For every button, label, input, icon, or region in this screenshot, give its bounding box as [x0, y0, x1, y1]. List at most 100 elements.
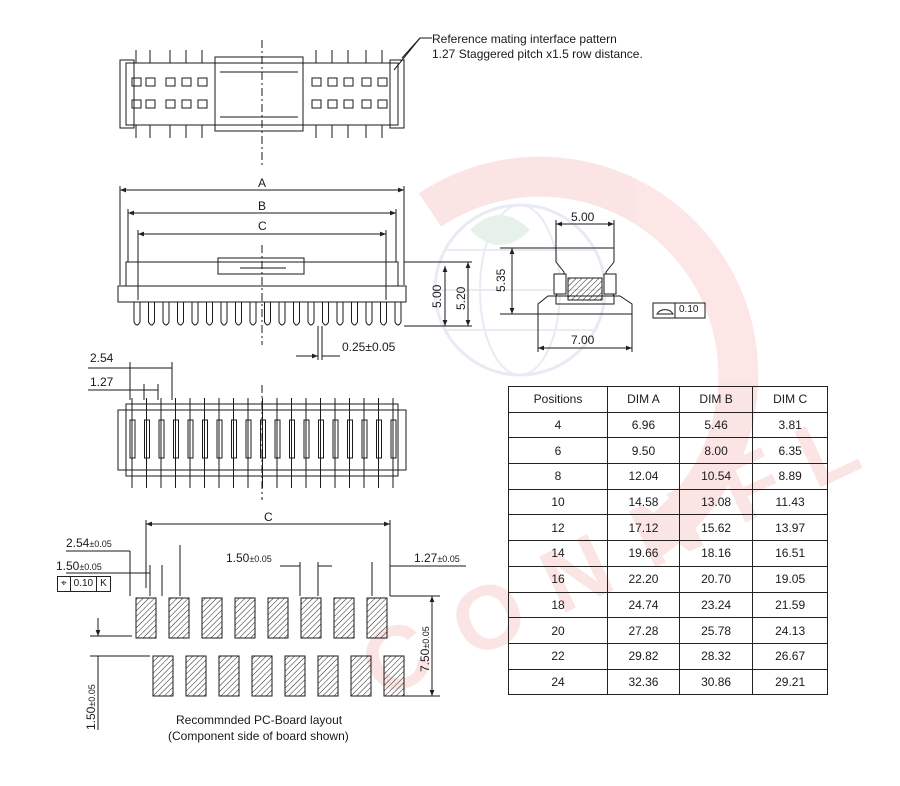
terminal-pin	[177, 302, 184, 326]
pcb-pad	[201, 597, 223, 639]
terminal-pin	[148, 302, 155, 326]
front-view	[117, 186, 472, 360]
lead-thickness-label: 0.25±0.05	[342, 340, 396, 354]
terminal-body	[376, 419, 382, 459]
table-cell: 10	[508, 488, 608, 516]
table-cell: 13.08	[678, 488, 754, 516]
position-tolerance-frame: ⌖ 0.10 K	[57, 576, 111, 592]
terminal-body	[289, 419, 295, 459]
table-cell: 3.81	[752, 411, 828, 439]
pcb-pad	[317, 655, 339, 697]
table-cell: 8	[508, 463, 608, 490]
terminal-pin	[235, 302, 242, 326]
terminal-body	[332, 419, 339, 459]
table-cell: 9.50	[607, 437, 680, 465]
pcb-pad	[152, 655, 174, 697]
table-cell: 17.12	[607, 514, 680, 542]
pad-pitch-label: 1.50±0.05	[226, 551, 272, 565]
contact-slot	[377, 99, 388, 109]
dim-c-label: C	[258, 219, 267, 233]
table-cell: 14.58	[607, 488, 680, 516]
pcb-layout	[66, 520, 466, 730]
terminal-pin	[336, 302, 344, 326]
table-cell: 20.70	[678, 565, 754, 593]
pcb-pad	[350, 655, 372, 697]
terminal-body	[245, 419, 252, 459]
table-cell: 28.32	[678, 642, 754, 670]
row-distance-label: 7.50±0.05	[418, 626, 432, 672]
terminal-pin	[206, 302, 213, 326]
terminal-pin	[307, 302, 315, 326]
datum-label: K	[100, 578, 107, 589]
contact-slot	[181, 99, 192, 109]
table-cell: 18.16	[678, 540, 754, 567]
terminal-pin	[249, 302, 257, 326]
terminal-pin	[351, 302, 358, 326]
pcb-pad	[267, 597, 289, 639]
table-cell: 30.86	[678, 668, 754, 696]
table-cell: 26.67	[752, 642, 828, 670]
position-tolerance-icon: ⌖	[58, 577, 71, 591]
terminal-body	[129, 419, 136, 459]
table-cell: 29.82	[607, 642, 680, 670]
table-cell: 15.62	[678, 514, 754, 542]
contact-slot	[131, 77, 142, 87]
terminal-pin	[162, 302, 170, 326]
contact-slot	[131, 99, 142, 109]
terminal-body	[260, 419, 266, 459]
contact-slot	[377, 77, 388, 87]
table-header: DIM A	[607, 386, 680, 413]
position-tolerance-value: 0.10	[71, 577, 98, 591]
table-cell: 19.66	[607, 540, 680, 567]
table-cell: 20	[508, 617, 608, 644]
contact-slot	[361, 99, 372, 109]
table-header: DIM C	[752, 386, 828, 413]
table-cell: 32.36	[607, 668, 680, 696]
pcb-caption-line1: Recommnded PC-Board layout	[176, 713, 343, 727]
table-cell: 6.96	[607, 411, 680, 439]
note-ref-line1: Reference mating interface pattern	[432, 32, 617, 46]
contact-slot	[361, 77, 372, 87]
terminal-body	[274, 419, 281, 459]
pcb-v150-label: 1.50±0.05	[84, 684, 98, 730]
terminal-body	[361, 419, 368, 459]
pcb-pad	[383, 655, 405, 697]
table-cell: 24	[508, 668, 608, 696]
table-header: DIM B	[678, 386, 754, 413]
table-cell: 11.43	[752, 488, 828, 516]
terminal-body	[390, 419, 397, 459]
pcb-caption-line2: (Component side of board shown)	[168, 729, 349, 743]
table-cell: 25.78	[678, 617, 754, 644]
pcb-pad	[135, 597, 157, 639]
table-cell: 21.59	[752, 591, 828, 619]
side-width-top: 5.00	[571, 210, 595, 224]
pcb-pad	[234, 597, 256, 639]
pcb-127-label: 1.27±0.05	[414, 551, 460, 565]
pcb-150-label: 1.50±0.05	[56, 559, 102, 573]
terminal-body	[173, 419, 179, 459]
table-cell: 18	[508, 591, 608, 619]
terminal-pin	[220, 302, 228, 326]
terminal-body	[347, 419, 353, 459]
table-cell: 16	[508, 565, 608, 593]
note-ref-line2: 1.27 Staggered pitch x1.5 row distance.	[432, 47, 643, 61]
contact-slot	[197, 99, 208, 109]
contact-slot	[327, 99, 338, 109]
table-cell: 13.97	[752, 514, 828, 542]
terminal-pin	[394, 302, 402, 326]
table-cell: 12.04	[607, 463, 680, 490]
table-cell: 22	[508, 642, 608, 670]
terminal-pin	[365, 302, 373, 326]
table-cell: 29.21	[752, 668, 828, 696]
terminal-body	[144, 419, 150, 459]
terminal-pin	[133, 302, 141, 326]
terminal-body	[187, 419, 194, 459]
